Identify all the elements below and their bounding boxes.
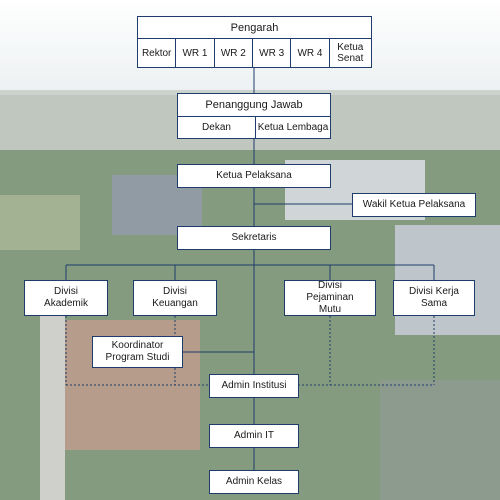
pengarah-box: Pengarah — [137, 16, 372, 39]
koordinator-prodi-box: Koordinator Program Studi — [92, 336, 183, 368]
admin-kelas-label: Admin Kelas — [225, 476, 283, 487]
member-wr3: WR 3 — [251, 39, 290, 67]
member-ketua-lembaga: Ketua Lembaga — [255, 117, 330, 138]
koordinator-prodi-label: Koordinator Program Studi — [105, 340, 170, 363]
divisi-kerja-sama-label: Divisi Kerja Sama — [408, 286, 459, 309]
admin-kelas-box: Admin Kelas — [209, 470, 299, 494]
divisi-akademik-label: Divisi Akademik — [44, 286, 88, 309]
penanggung-jawab-members-row: Dekan Ketua Lembaga — [177, 116, 331, 139]
divisi-pejaminan-mutu-label: Divisi Pejaminan Mutu — [306, 280, 354, 315]
admin-it-box: Admin IT — [209, 424, 299, 448]
pengarah-members-row: Rektor WR 1 WR 2 WR 3 WR 4 Ketua Senat — [137, 38, 372, 68]
member-dekan: Dekan — [202, 122, 231, 133]
divisi-kerja-sama-box: Divisi Kerja Sama — [393, 280, 475, 316]
pengarah-label: Pengarah — [230, 21, 279, 34]
member-wr2: WR 2 — [213, 39, 252, 67]
divisi-keuangan-label: Divisi Keuangan — [152, 286, 198, 309]
admin-it-label: Admin IT — [233, 430, 274, 441]
member-wr4: WR 4 — [290, 39, 328, 67]
ketua-pelaksana-label: Ketua Pelaksana — [216, 170, 292, 181]
admin-institusi-label: Admin Institusi — [221, 380, 287, 391]
sekretaris-box: Sekretaris — [177, 226, 331, 250]
divisi-pejaminan-mutu-box: Divisi Pejaminan Mutu — [284, 280, 376, 316]
member-wr1: WR 1 — [175, 39, 213, 67]
penanggung-jawab-box: Penanggung Jawab — [177, 93, 331, 117]
member-rektor: Rektor — [141, 47, 172, 59]
wakil-ketua-pelaksana-label: Wakil Ketua Pelaksana — [362, 199, 466, 210]
ketua-pelaksana-box: Ketua Pelaksana — [177, 164, 331, 188]
divisi-keuangan-box: Divisi Keuangan — [133, 280, 217, 316]
penanggung-jawab-label: Penanggung Jawab — [205, 99, 303, 111]
admin-institusi-box: Admin Institusi — [209, 374, 299, 398]
divisi-akademik-box: Divisi Akademik — [24, 280, 108, 316]
wakil-ketua-pelaksana-box: Wakil Ketua Pelaksana — [352, 193, 476, 217]
sekretaris-label: Sekretaris — [231, 232, 277, 243]
member-ketua-senat: Ketua Senat — [328, 39, 371, 67]
